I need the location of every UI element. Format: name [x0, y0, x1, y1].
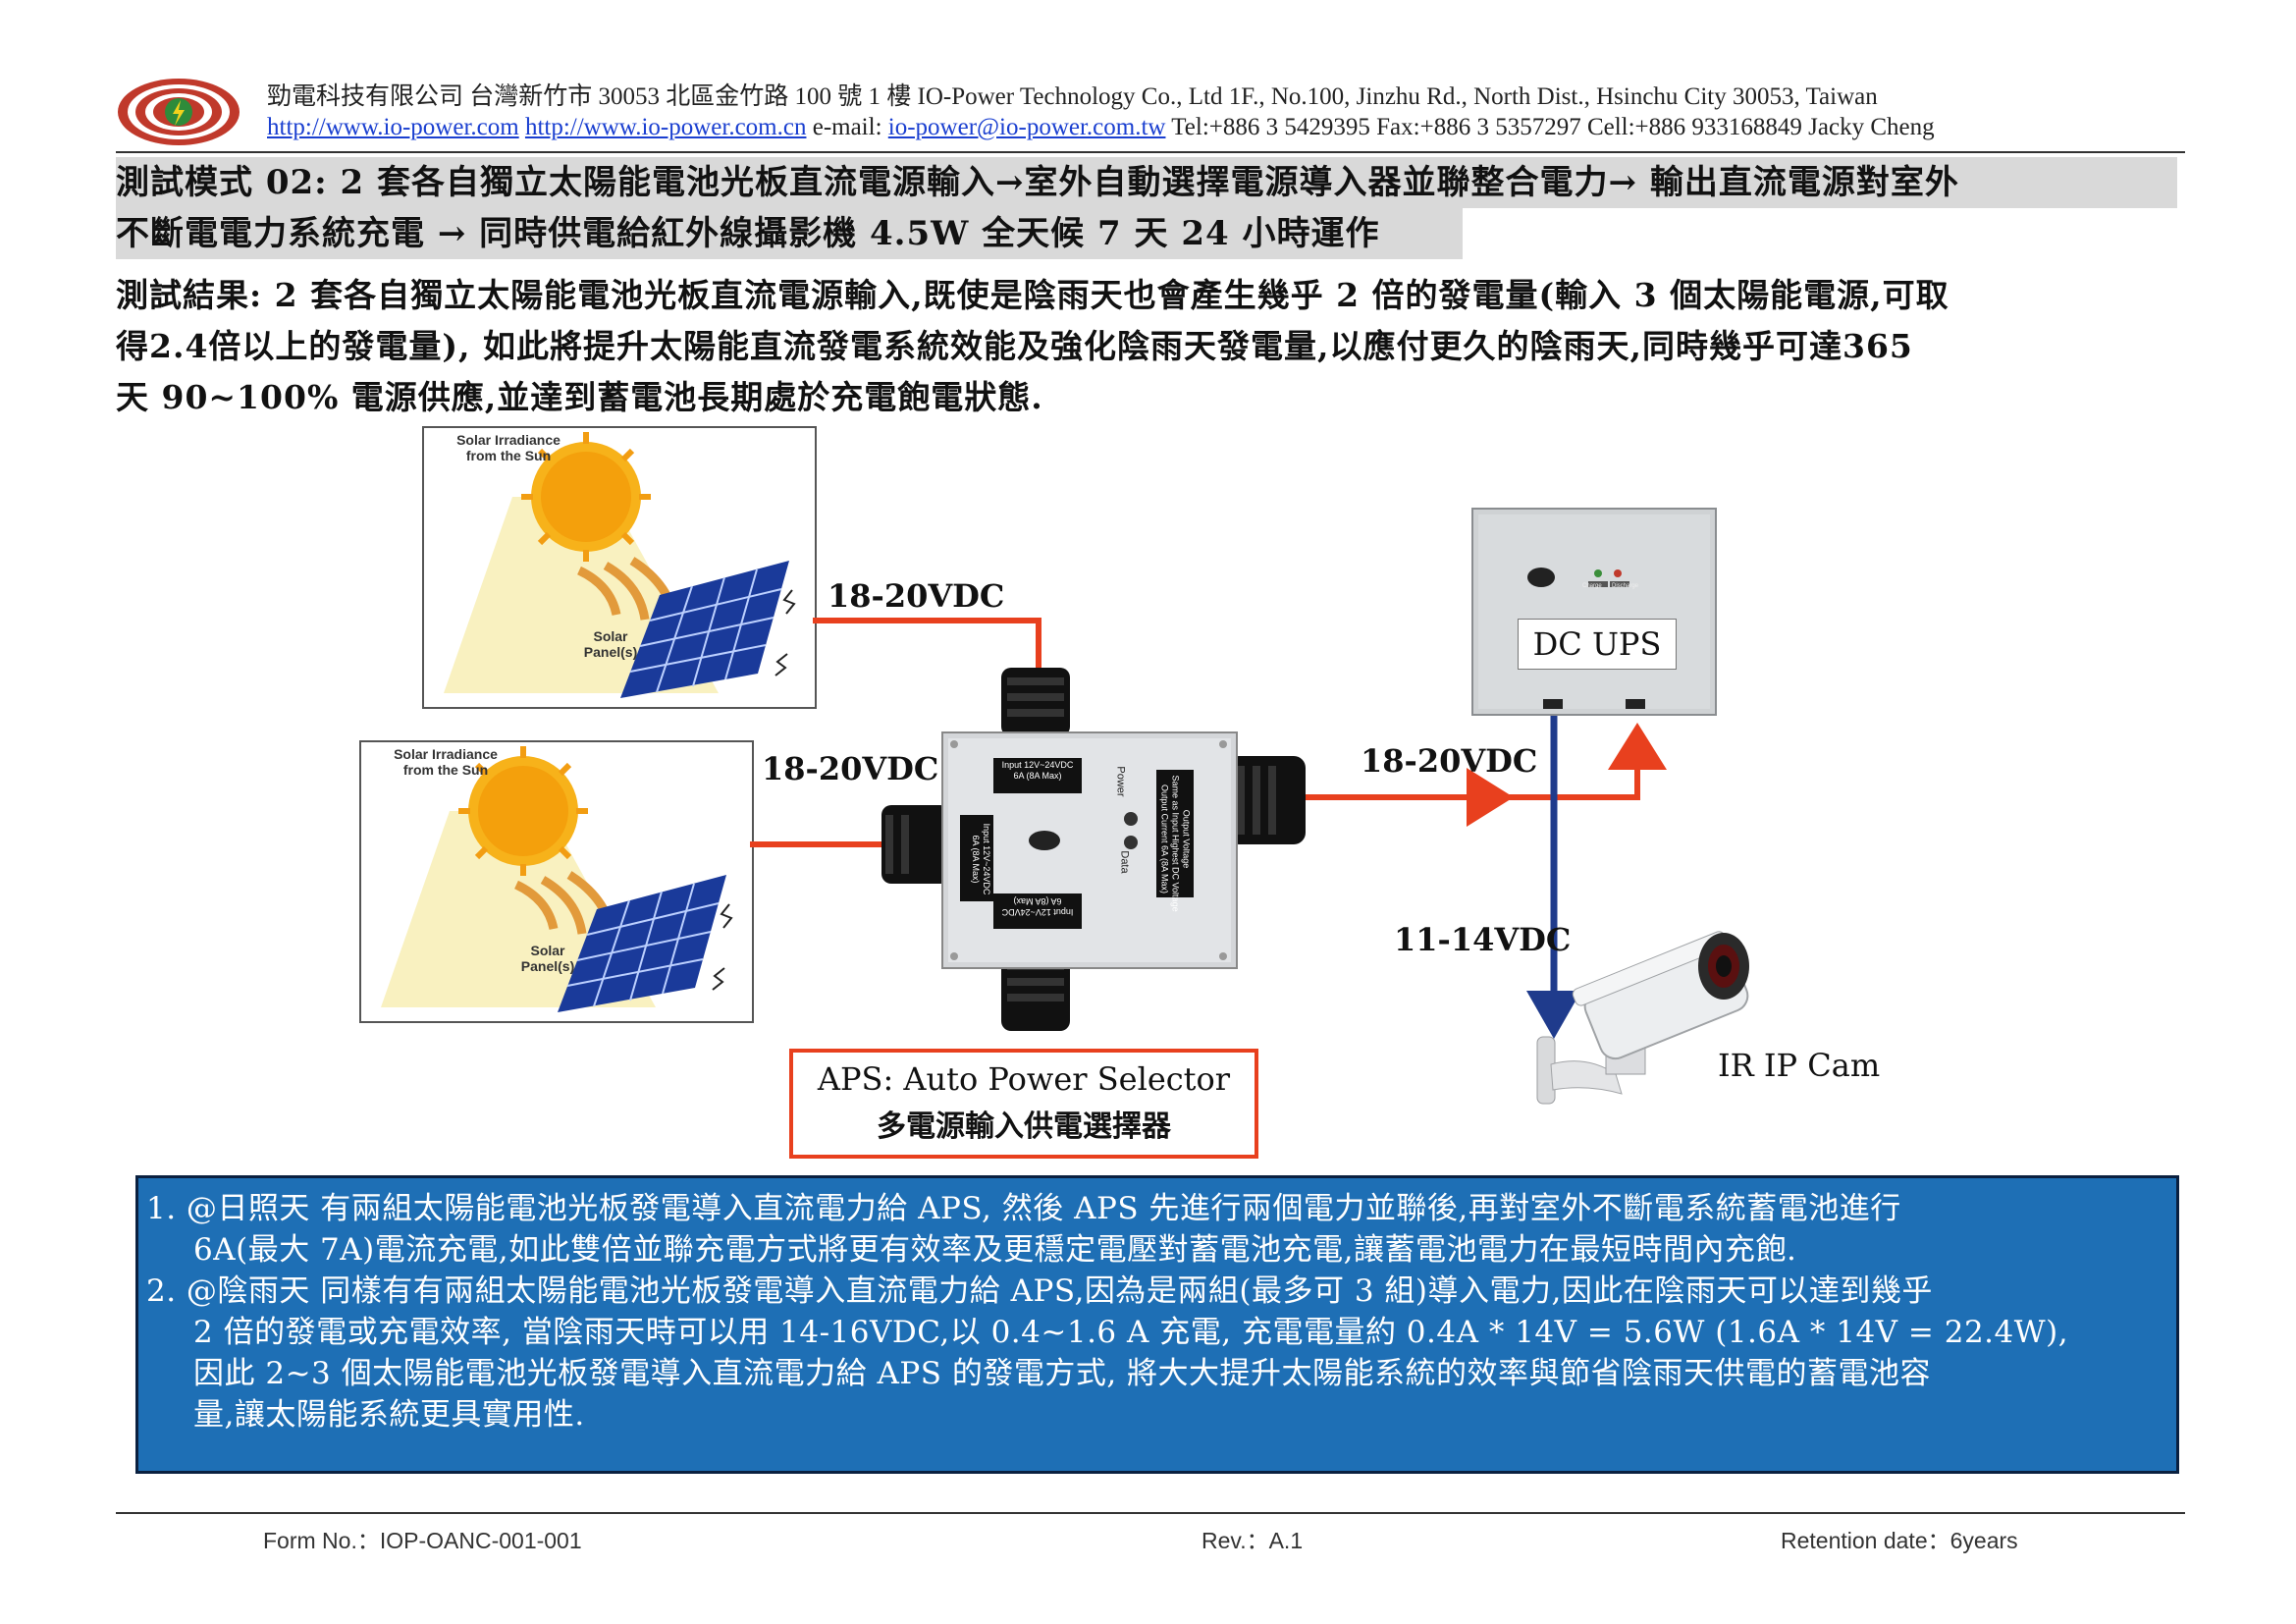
solar-panel-1-image: Solar Irradiance from the Sun Solar Pane…	[422, 426, 817, 709]
aps-caption-english: APS: Auto Power Selector	[817, 1060, 1231, 1098]
voltage-label-panel-2: 18-20VDC	[762, 750, 939, 787]
solar-irradiance-label-2: Solar Irradiance from the Sun	[394, 746, 498, 778]
aps-output-label: Output Voltage Same as Input Highest DC …	[1159, 775, 1192, 912]
retention-date: Retention date：6years	[1781, 1528, 2018, 1553]
company-logo	[118, 79, 240, 145]
test-mode-line-1: 測試模式 02: 2 套各自獨立太陽能電池光板直流電源輸入→室外自動選擇電源導入…	[116, 157, 2177, 208]
camera-label: IR IP Cam	[1718, 1047, 1881, 1084]
test-mode-line-2: 不斷電電力系統充電 → 同時供電給紅外線攝影機 4.5W 全天候 7 天 24 …	[116, 208, 1463, 259]
test-result-line-1: 測試結果: 2 套各自獨立太陽能電池光板直流電源輸入,既使是陰雨天也會產生幾乎 …	[116, 276, 1949, 314]
website-cn-link[interactable]: http://www.io-power.com.cn	[524, 114, 807, 140]
note-2-line-4: 量,讓太陽能系統更具實用性.	[193, 1397, 585, 1433]
company-address: 勁電科技有限公司 台灣新竹市 30053 北區金竹路 100 號 1 樓 IO-…	[267, 83, 1878, 110]
aps-input-left-label: Input 12V~24VDC 6A (8A Max)	[971, 823, 991, 895]
solar-irradiance-label-1: Solar Irradiance from the Sun	[456, 432, 561, 463]
voltage-label-panel-1: 18-20VDC	[828, 577, 1005, 615]
ir-camera-icon	[1536, 931, 1749, 1105]
aps-caption-box: APS: Auto Power Selector 多電源輸入供電選擇器	[789, 1049, 1258, 1159]
solar-panel-label-1: Solar Panel(s)	[583, 628, 638, 660]
contact-line: http://www.io-power.com http://www.io-po…	[267, 114, 1935, 141]
revision: Rev.：A.1	[1201, 1528, 1304, 1553]
notes-box: 1. @日照天 有兩組太陽能電池光板發電導入直流電力給 APS, 然後 APS …	[135, 1175, 2179, 1474]
ups-discharge-label: Discharge	[1612, 583, 1639, 589]
form-number: Form No.：IOP-OANC-001-001	[263, 1528, 582, 1553]
aps-input-bottom-label: Input 12V~24VDC 6A (8A Max)	[1001, 896, 1074, 917]
website-link[interactable]: http://www.io-power.com	[267, 114, 519, 140]
solar-panel-label-2: Solar Panel(s)	[520, 943, 575, 974]
dc-ups-label: DC UPS	[1518, 619, 1677, 670]
voltage-label-camera: 11-14VDC	[1394, 921, 1572, 958]
test-result-line-3: 天 90~100% 電源供應,並達到蓄電池長期處於充電飽電狀態.	[116, 378, 1043, 416]
footer-divider	[116, 1512, 2185, 1514]
solar-panel-1-icon	[444, 432, 796, 698]
email-link[interactable]: io-power@io-power.com.tw	[887, 114, 1166, 140]
note-1-line-1: 1. @日照天 有兩組太陽能電池光板發電導入直流電力給 APS, 然後 APS …	[146, 1191, 1901, 1226]
ups-charge-label: Charge	[1582, 583, 1602, 589]
aps-input-top-label: Input 12V~24VDC 6A (8A Max)	[1001, 760, 1074, 781]
aps-device-icon	[881, 668, 1306, 1031]
email-label: e-mail:	[812, 114, 882, 140]
dc-ups-enclosure-icon	[1471, 508, 1717, 716]
aps-data-label: Data	[1118, 850, 1131, 874]
solar-panel-2-image: Solar Irradiance from the Sun Solar Pane…	[359, 740, 754, 1023]
voltage-label-output: 18-20VDC	[1361, 742, 1538, 780]
note-2-line-3: 因此 2~3 個太陽能電池光板發電導入直流電力給 APS 的發電方式, 將大大提…	[193, 1356, 1932, 1391]
aps-caption-chinese: 多電源輸入供電選擇器	[877, 1110, 1171, 1144]
note-2-line-2: 2 倍的發電或充電效率, 當陰雨天時可以用 14-16VDC,以 0.4~1.6…	[193, 1315, 2069, 1350]
note-2-line-1: 2. @陰雨天 同樣有有兩組太陽能電池光板發電導入直流電力給 APS,因為是兩組…	[146, 1273, 1933, 1309]
aps-power-label: Power	[1114, 766, 1127, 797]
solar-panel-2-icon	[381, 746, 733, 1012]
contact-info: Tel:+886 3 5429395 Fax:+886 3 5357297 Ce…	[1171, 114, 1935, 140]
test-result-line-2: 得2.4倍以上的發電量), 如此將提升太陽能直流發電系統效能及強化陰雨天發電量,…	[116, 327, 1913, 365]
note-1-line-2: 6A(最大 7A)電流充電,如此雙倍並聯充電方式將更有效率及更穩定電壓對蓄電池充…	[193, 1232, 1797, 1268]
header-divider	[116, 151, 2185, 153]
